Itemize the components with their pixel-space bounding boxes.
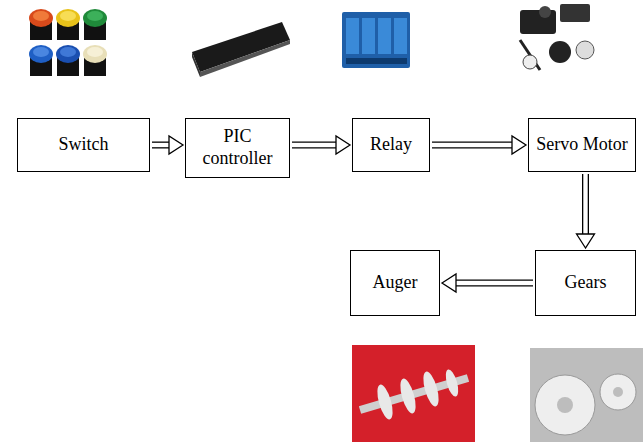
auger-photo [352,345,475,442]
arrow-head [442,274,456,292]
arrow-shaft-outline [152,142,170,149]
box-label: Switch [58,134,108,156]
process-box: Switch [17,118,150,172]
arrow-shaft-outline [432,142,513,149]
box-label: Servo Motor [536,134,628,156]
process-box: Servo Motor [528,118,636,172]
process-box: Relay [352,118,430,172]
arrow-shaft-outline [582,174,589,235]
arrow-shaft-outline [455,280,533,287]
arrow-shaft-fill [455,281,533,285]
box-label: Auger [373,272,418,294]
servo-motor-photo [520,4,594,70]
double-arrow [152,136,183,154]
process-box: PIC controller [185,118,290,178]
arrow-shaft-fill [292,143,337,147]
double-arrow [577,174,595,248]
double-arrow [292,136,350,154]
double-arrow [432,136,526,154]
pic-chip-photo [192,22,290,77]
double-arrow [442,274,533,292]
box-label: PIC controller [192,126,283,169]
arrow-head [336,136,350,154]
process-box: Gears [535,250,636,316]
relay-module-photo [342,12,410,68]
arrow-shaft-fill [152,143,170,147]
arrow-shaft-fill [583,174,587,235]
arrow-shaft-outline [292,142,337,149]
arrow-head [577,234,595,248]
gears-photo [530,348,643,442]
arrow-shaft-fill [432,143,513,147]
process-box: Auger [350,250,440,316]
arrow-head [169,136,183,154]
box-label: Relay [370,134,412,156]
switch-photo [29,9,107,76]
arrow-head [512,136,526,154]
box-label: Gears [565,272,607,294]
